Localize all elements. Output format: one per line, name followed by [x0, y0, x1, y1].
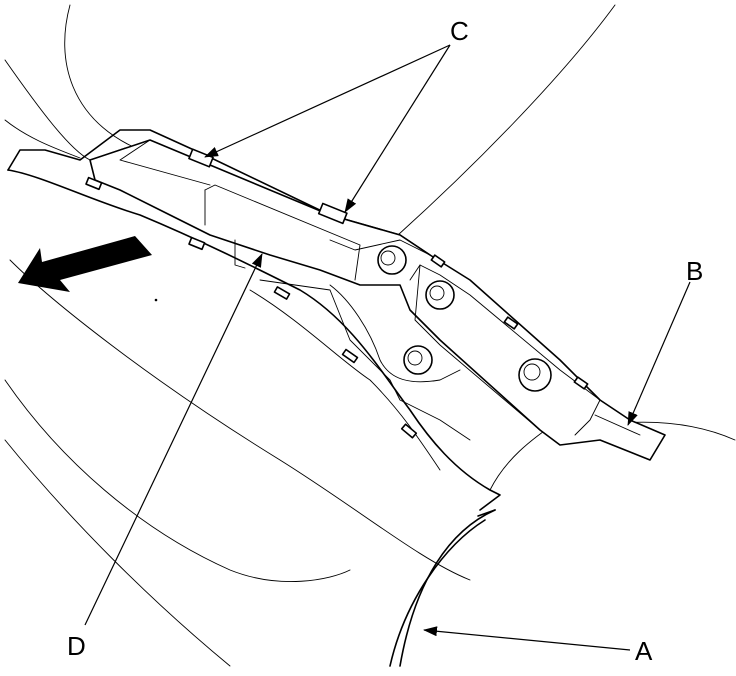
bolt-hole [523, 363, 541, 381]
clip-tab [317, 202, 348, 225]
leader-a [423, 626, 631, 651]
label-a: A [635, 636, 653, 666]
forward-arrow-icon [18, 236, 152, 292]
clip-tabs [85, 148, 589, 439]
bolt-holes [377, 245, 552, 392]
clip-tab [188, 148, 214, 168]
bolt-hole [425, 280, 455, 310]
wheel-arch [389, 509, 496, 667]
bolt-hole [377, 245, 407, 275]
leader-c-1 [204, 44, 451, 158]
clip-tab [573, 376, 589, 390]
clip-tab [341, 348, 359, 364]
label-d: D [67, 631, 86, 661]
label-b: B [686, 256, 703, 286]
clip-tab [503, 316, 519, 330]
label-c: C [450, 16, 469, 46]
dot-mark [154, 298, 158, 302]
clip-tab [430, 254, 446, 268]
body-panel-lines [4, 4, 736, 667]
clip-tab [400, 423, 418, 439]
leader-c-2 [344, 44, 451, 213]
leader-b [627, 281, 691, 426]
callout-leaders [84, 44, 691, 651]
bolt-hole [518, 358, 552, 392]
bolt-hole [403, 345, 433, 375]
bolt-hole [407, 350, 423, 366]
clip-tab [273, 286, 291, 300]
leader-d [84, 253, 263, 626]
bolt-hole [429, 285, 445, 301]
bolt-hole [380, 250, 396, 266]
clip-tab [188, 236, 206, 251]
bracket-assembly [89, 139, 666, 461]
clip-tab [85, 176, 103, 191]
